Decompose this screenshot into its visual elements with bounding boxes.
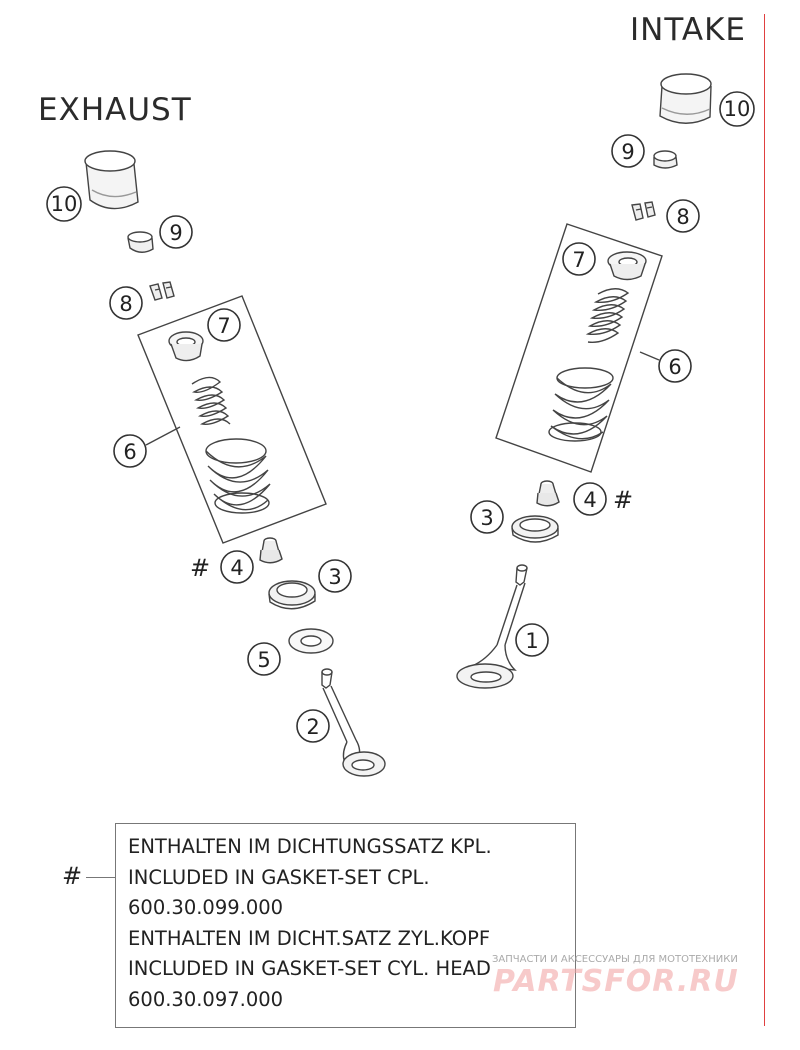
legend-hash-mark: # (62, 862, 83, 890)
callout-intake-3: 3 (480, 506, 493, 530)
callout-intake-8: 8 (676, 205, 689, 229)
legend-leader-line (86, 877, 115, 878)
intake-shim (653, 150, 678, 169)
page-border-line (764, 14, 765, 1026)
exhaust-spring-retainer (168, 331, 204, 362)
callout-exhaust-5: 5 (257, 648, 270, 672)
exhaust-outer-valve-spring (205, 438, 271, 514)
exhaust-seal-hash-mark: # (190, 554, 210, 582)
callout-intake-4: 4 (583, 488, 596, 512)
callout-exhaust-7: 7 (217, 314, 230, 338)
callout-exhaust-2: 2 (306, 715, 319, 739)
callout-intake-7: 7 (572, 248, 585, 272)
intake-spring-retainer (607, 251, 647, 281)
legend-line-3: 600.30.099.000 (128, 896, 284, 919)
exhaust-valve-collets (149, 281, 175, 301)
callout-exhaust-6: 6 (123, 440, 136, 464)
intake-heading: INTAKE (630, 12, 746, 48)
intake-valve (456, 564, 528, 689)
callout-exhaust-8: 8 (119, 292, 132, 316)
legend-line-1: ENTHALTEN IM DICHTUNGSSATZ KPL. (128, 835, 492, 858)
intake-outer-valve-spring (548, 367, 614, 442)
exhaust-spring-set-frame (137, 295, 327, 544)
intake-seal-hash-mark: # (613, 486, 633, 514)
intake-spring-seat (511, 515, 559, 543)
callout-intake-1: 1 (525, 629, 538, 653)
intake-bucket-tappet (659, 73, 712, 124)
gasket-set-legend: ENTHALTEN IM DICHTUNGSSATZ KPL. INCLUDED… (115, 823, 576, 1028)
intake-spring-set-frame (495, 223, 663, 473)
exhaust-shim-washer (288, 628, 334, 654)
exhaust-valve-stem-seal (259, 537, 283, 564)
exhaust-heading: EXHAUST (38, 92, 192, 128)
intake-inner-valve-spring (585, 288, 630, 343)
legend-line-6: 600.30.097.000 (128, 987, 284, 1011)
callout-intake-6: 6 (668, 355, 681, 379)
exhaust-spring-seat (268, 580, 316, 610)
intake-valve-stem-seal (536, 480, 560, 507)
callout-intake-9: 9 (621, 140, 634, 164)
exhaust-shim (127, 231, 154, 253)
legend-line-5: INCLUDED IN GASKET-SET CYL. HEAD (128, 957, 491, 980)
callout-exhaust-4: 4 (230, 556, 243, 580)
callout-exhaust-9: 9 (169, 221, 182, 245)
legend-line-4: ENTHALTEN IM DICHT.SATZ ZYL.KOPF (128, 926, 491, 950)
exhaust-valve (321, 668, 386, 777)
callout-exhaust-10: 10 (51, 192, 78, 216)
exhaust-inner-valve-spring (191, 376, 231, 426)
callout-exhaust-3: 3 (328, 565, 341, 589)
intake-valve-collets (631, 201, 656, 221)
legend-line-2: INCLUDED IN GASKET-SET CPL. (128, 865, 430, 889)
callout-intake-10: 10 (724, 97, 751, 121)
exhaust-bucket-tappet (84, 150, 139, 210)
watermark-logo: PARTSFOR.RU (493, 964, 739, 999)
watermark-caption: ЗАПЧАСТИ И АКСЕССУАРЫ ДЛЯ МОТОТЕХНИКИ (492, 954, 738, 965)
